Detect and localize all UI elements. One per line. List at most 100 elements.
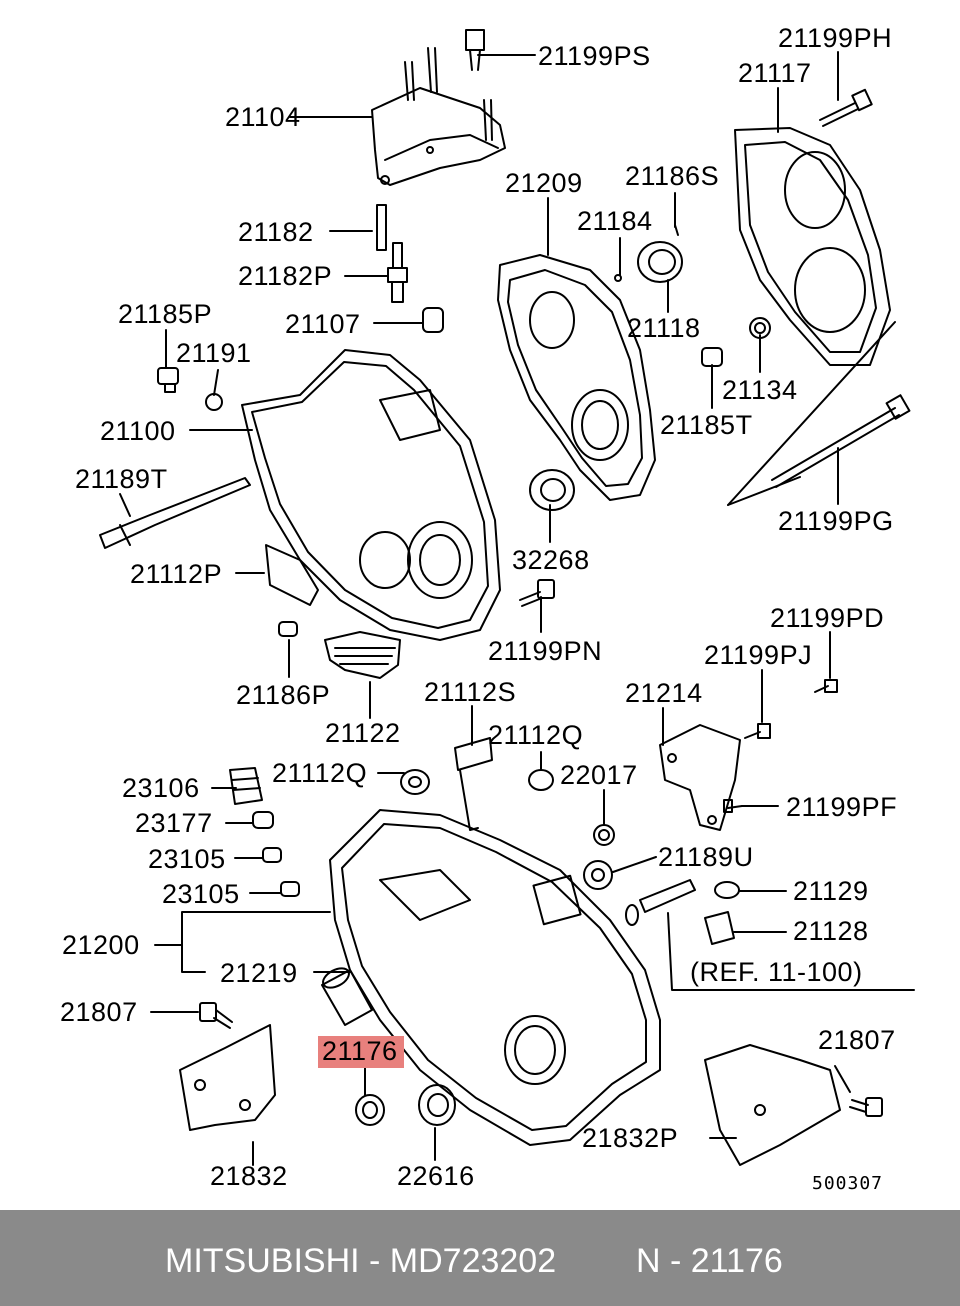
label-21189T: 21189T [75, 464, 168, 494]
part-21807-a-bolt [200, 1003, 232, 1028]
label-21118: 21118 [627, 313, 701, 343]
part-ref-11-100-sensor [626, 880, 695, 925]
part-32268-seal [530, 470, 574, 510]
footer-bar: MITSUBISHI - MD723202 N - 21176 [0, 1210, 960, 1306]
part-23105-a-bushing [263, 848, 281, 862]
label-21112S: 21112S [424, 677, 517, 707]
part-21214-bracket [660, 725, 740, 830]
label-21199PH: 21199PH [778, 23, 893, 53]
part-21182-stud [377, 205, 386, 250]
label-21199PJ: 21199PJ [704, 640, 813, 670]
part-21199PD-bolt [815, 680, 837, 692]
label-21199PN: 21199PN [488, 636, 603, 666]
part-22017-seal [594, 825, 614, 845]
part-21200-transaxle-case [330, 810, 660, 1145]
label-21185T: 21185T [660, 410, 753, 440]
label-21807-a: 21807 [60, 997, 138, 1027]
label-21189U: 21189U [658, 842, 754, 872]
part-21176-seal [356, 1095, 384, 1125]
part-23105-b-bushing [281, 882, 299, 896]
label-21134: 21134 [722, 375, 798, 405]
label-21186S: 21186S [625, 161, 720, 191]
label-21112P: 21112P [130, 559, 223, 589]
label-23106: 23106 [122, 773, 200, 803]
label-23105-a: 23105 [148, 844, 226, 874]
part-21185P-plug [158, 368, 178, 392]
part-21112P-plate [266, 545, 318, 605]
part-21186P-pin [279, 622, 297, 636]
label-21219: 21219 [220, 958, 298, 988]
diagram-code: 500307 [812, 1173, 884, 1194]
label-21182: 21182 [238, 217, 314, 247]
label-21112Q-b: 21112Q [272, 758, 368, 788]
label-21104: 21104 [225, 102, 301, 132]
part-21134-washer [750, 318, 770, 338]
label-21176-highlighted: 21176 [318, 1036, 404, 1068]
label-21191: 21191 [176, 338, 252, 368]
part-21209-housing [498, 255, 655, 500]
part-21184-pin [615, 275, 621, 281]
exploded-parts-diagram [0, 0, 960, 1210]
label-21182P: 21182P [238, 261, 333, 291]
label-21209: 21209 [505, 168, 583, 198]
label-22616: 22616 [397, 1161, 475, 1191]
part-21185T-plug [702, 348, 722, 366]
label-21129: 21129 [793, 876, 869, 906]
label-21199PG: 21199PG [778, 506, 894, 536]
label-21184: 21184 [577, 206, 653, 236]
part-21189T-strip [100, 478, 250, 548]
part-23177-bushing [253, 812, 273, 828]
label-21122: 21122 [325, 718, 401, 748]
part-21118-seal [638, 242, 682, 282]
part-21807-b-bolt [850, 1098, 882, 1116]
part-21199PH-bolt [820, 90, 872, 126]
part-21199PF-bolt [724, 800, 742, 812]
part-21186S-pin [675, 225, 678, 235]
part-21189U-gear [584, 861, 612, 889]
label-23177: 23177 [135, 808, 213, 838]
part-21128-clip [705, 912, 734, 944]
part-21104-bracket [372, 48, 505, 185]
part-21117-cover [735, 128, 890, 365]
label-22017: 22017 [560, 760, 638, 790]
label-21112Q-a: 21112Q [488, 720, 584, 750]
label-32268: 32268 [512, 545, 590, 575]
label-21200: 21200 [62, 930, 140, 960]
leader-lines [120, 52, 914, 1165]
label-23105-b: 23105 [162, 879, 240, 909]
part-21832-bracket [180, 1025, 275, 1130]
part-21182P-stud [388, 243, 407, 302]
part-21100-case [242, 350, 500, 640]
footer-brand-part-number: MITSUBISHI - MD723202 [165, 1242, 557, 1280]
part-21199PJ-bolt [745, 724, 770, 738]
part-21107-plug [423, 308, 443, 332]
label-21214: 21214 [625, 678, 703, 708]
label-21199PS: 21199PS [538, 41, 651, 71]
label-21128: 21128 [793, 916, 869, 946]
label-21107: 21107 [285, 309, 361, 339]
part-21112S-magnet [455, 738, 492, 830]
part-23106-boot [230, 768, 262, 804]
part-21199PS-bolt [466, 30, 484, 70]
part-21832P-bracket [705, 1045, 840, 1165]
part-21129-oring [715, 882, 739, 898]
label-21832P: 21832P [582, 1123, 679, 1153]
footer-reference-number: N - 21176 [636, 1242, 783, 1280]
label-21199PF: 21199PF [786, 792, 898, 822]
part-21112Q-b-cap [529, 770, 553, 790]
part-21199PG-long-bolt [772, 395, 909, 487]
label-21807-b: 21807 [818, 1025, 896, 1055]
part-22616-seal [419, 1085, 455, 1125]
label-21186P: 21186P [236, 680, 331, 710]
part-21122-strainer [325, 632, 400, 678]
label-21117: 21117 [738, 58, 812, 88]
label-21199PD: 21199PD [770, 603, 885, 633]
part-21199PN-bolt [520, 580, 554, 606]
part-21191-gasket [206, 394, 222, 410]
label-21100: 21100 [100, 416, 176, 446]
label-ref-11-100: (REF. 11-100) [690, 957, 863, 987]
part-21112Q-a-cap [401, 770, 429, 794]
label-21832: 21832 [210, 1161, 288, 1191]
label-21185P: 21185P [118, 299, 213, 329]
part-21219-sleeve [320, 964, 372, 1025]
